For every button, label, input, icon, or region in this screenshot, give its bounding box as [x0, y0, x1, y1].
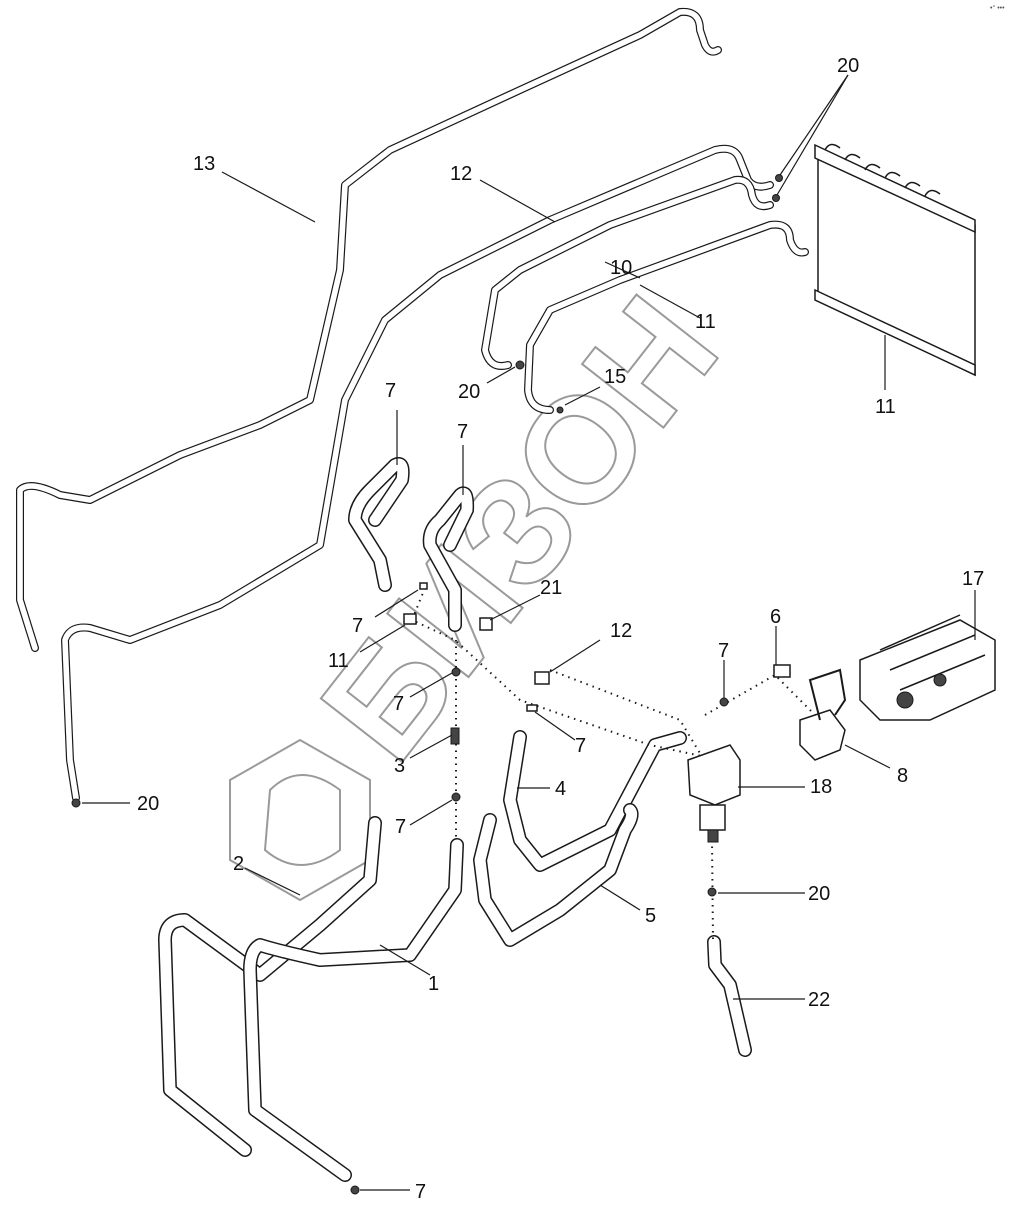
callout-1: 1: [428, 973, 439, 995]
assembly-line-3: [549, 669, 711, 771]
hose-5: [473, 803, 639, 947]
hose-1: [243, 838, 464, 1182]
radiator-17: [814, 143, 976, 377]
callout-7-b: 7: [393, 693, 404, 715]
callout-18: 12: [450, 163, 472, 185]
callout-20-top: 20: [837, 55, 859, 77]
callout-7-f: 7: [415, 1181, 426, 1203]
callout-6: 6: [770, 606, 781, 628]
callout-12: 15: [604, 366, 626, 388]
callout-14: 18: [810, 776, 832, 798]
lift-pump-8: [799, 668, 847, 761]
callout-7-e: 7: [718, 640, 729, 662]
tube-16: [524, 220, 809, 414]
leader-lines: [82, 74, 976, 1191]
callout-17: 11: [875, 396, 896, 418]
callout-10: 7: [385, 380, 396, 402]
callout-16: 11: [695, 311, 716, 333]
callout-20-mid: 20: [458, 381, 480, 403]
callout-19: 13: [193, 153, 215, 175]
fittings: [71, 174, 791, 1195]
callout-21: 21: [540, 577, 562, 599]
callout-7-c: 7: [395, 816, 406, 838]
callout-11-a: 11: [328, 650, 349, 672]
tube-19: [16, 7, 722, 652]
callout-2: 2: [233, 853, 244, 875]
assembly-line-1: [410, 587, 721, 761]
injection-pump-13: [859, 614, 996, 721]
hose-2: [158, 816, 382, 1157]
hose-4: [503, 730, 687, 872]
hose-10: [348, 457, 410, 592]
callout-20-bottom: 20: [808, 883, 830, 905]
fuel-filter-14: [687, 744, 741, 843]
tube-15: [481, 175, 774, 370]
callout-13: 17: [962, 568, 984, 590]
callout-20-left: 20: [137, 793, 159, 815]
corner-mark: •° •••: [990, 4, 1005, 12]
callout-22: 22: [808, 989, 830, 1011]
callout-11-b: 12: [610, 620, 632, 642]
callout-15: 10: [610, 257, 632, 279]
hose-22: [707, 935, 752, 1057]
assembly-line-4: [704, 673, 821, 721]
hose-9: [422, 486, 475, 632]
callout-7-a: 7: [352, 615, 363, 637]
callout-8: 8: [897, 765, 908, 787]
callout-4: 4: [555, 778, 566, 800]
callout-3: 3: [394, 755, 405, 777]
callout-labels: 13 12 20 10 11 11 20 15 7 7 21 7 11 12 7…: [137, 55, 984, 1203]
callout-9: 7: [457, 421, 468, 443]
callout-5: 5: [645, 905, 656, 927]
callout-7-d: 7: [575, 735, 586, 757]
watermark-logo: [229, 738, 371, 902]
